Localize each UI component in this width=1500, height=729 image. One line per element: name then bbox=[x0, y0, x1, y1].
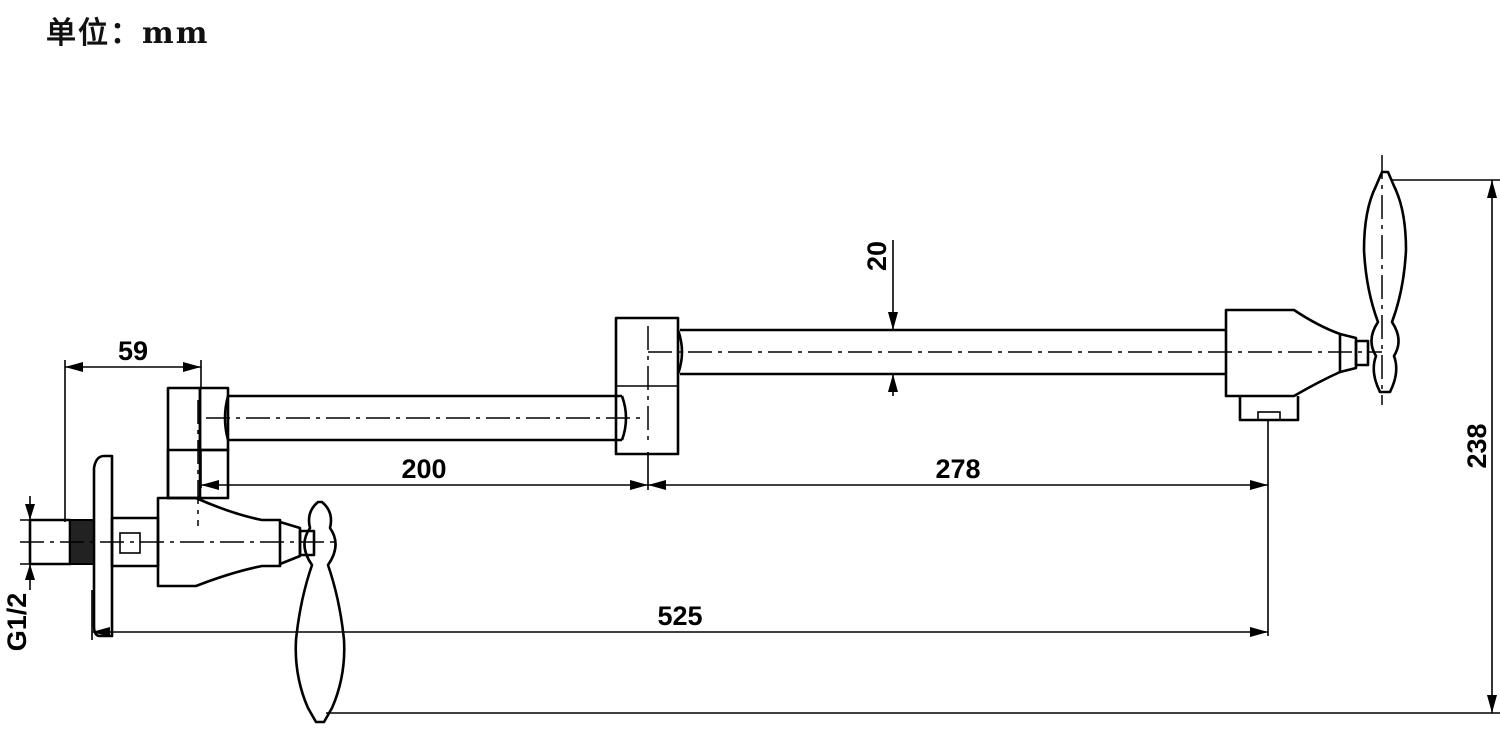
swivel-joint bbox=[614, 316, 680, 456]
dimension-278-label: 278 bbox=[935, 454, 980, 484]
wall-inlet bbox=[28, 454, 160, 638]
dimension-278: 278 bbox=[648, 454, 1268, 490]
dimension-238-label: 238 bbox=[1462, 423, 1492, 468]
dimension-20-label: 20 bbox=[862, 241, 892, 271]
dimension-20: 20 bbox=[862, 240, 898, 396]
dimension-525-label: 525 bbox=[657, 601, 702, 631]
dimension-200-label: 200 bbox=[401, 454, 446, 484]
dimension-59: 59 bbox=[65, 336, 201, 372]
dimension-525: 525 bbox=[92, 601, 1268, 637]
upper-handle bbox=[1362, 170, 1408, 394]
center-lines bbox=[20, 155, 1383, 543]
dimension-200: 200 bbox=[201, 454, 648, 490]
unit-label: 单位：mm bbox=[46, 16, 210, 51]
extension-lines bbox=[20, 179, 1500, 714]
lower-arm bbox=[223, 394, 628, 442]
dimension-g1-2: G1/2 bbox=[2, 496, 35, 651]
dimension-g1-2-label: G1/2 bbox=[2, 593, 32, 652]
lower-handle bbox=[294, 500, 346, 724]
dimension-59-label: 59 bbox=[118, 336, 148, 366]
dimension-238: 238 bbox=[1462, 180, 1497, 713]
spout-valve bbox=[1224, 308, 1370, 422]
